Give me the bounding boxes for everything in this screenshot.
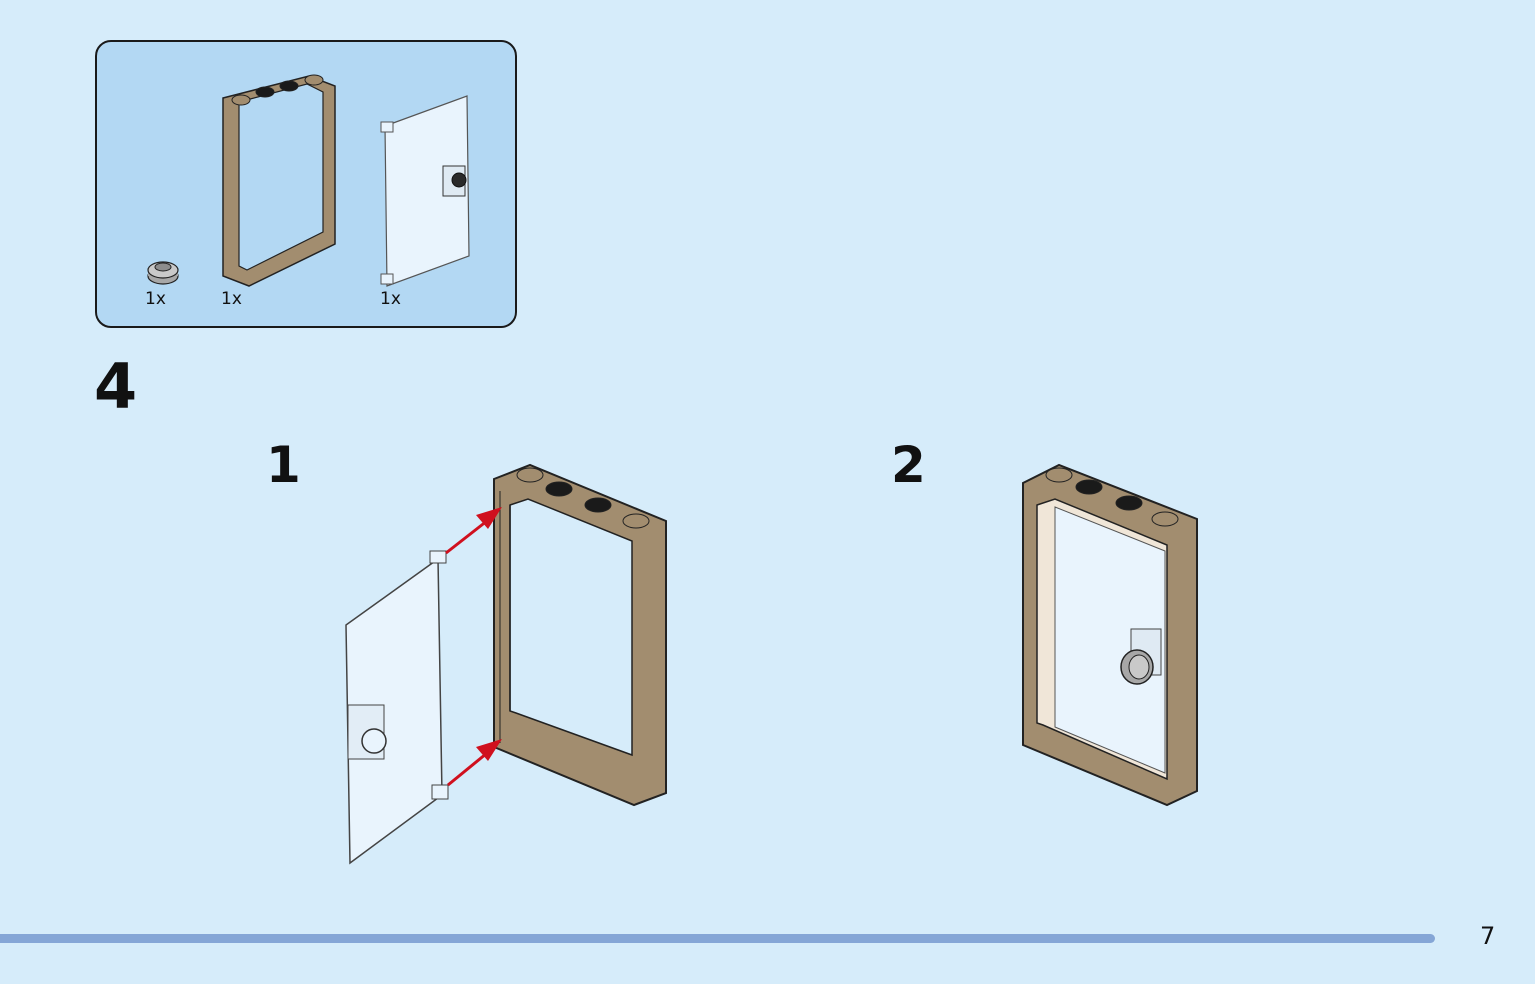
parts-list-panel: 1x 1x 1x <box>95 40 517 328</box>
page-number: 7 <box>1480 922 1496 950</box>
quantity-label-frame: 1x <box>221 289 242 309</box>
substep-2-illustration <box>1022 463 1198 807</box>
quantity-label-door: 1x <box>380 289 401 309</box>
quantity-label-plate: 1x <box>145 289 166 309</box>
substep-number-2: 2 <box>891 436 926 494</box>
round-plate-part <box>147 261 179 285</box>
step-number: 4 <box>94 350 138 423</box>
footer-bar <box>0 934 1435 943</box>
transparent-door-part <box>380 95 470 287</box>
substep-1-illustration <box>345 463 667 865</box>
substep-number-1: 1 <box>266 436 301 494</box>
door-frame-part <box>222 74 336 287</box>
